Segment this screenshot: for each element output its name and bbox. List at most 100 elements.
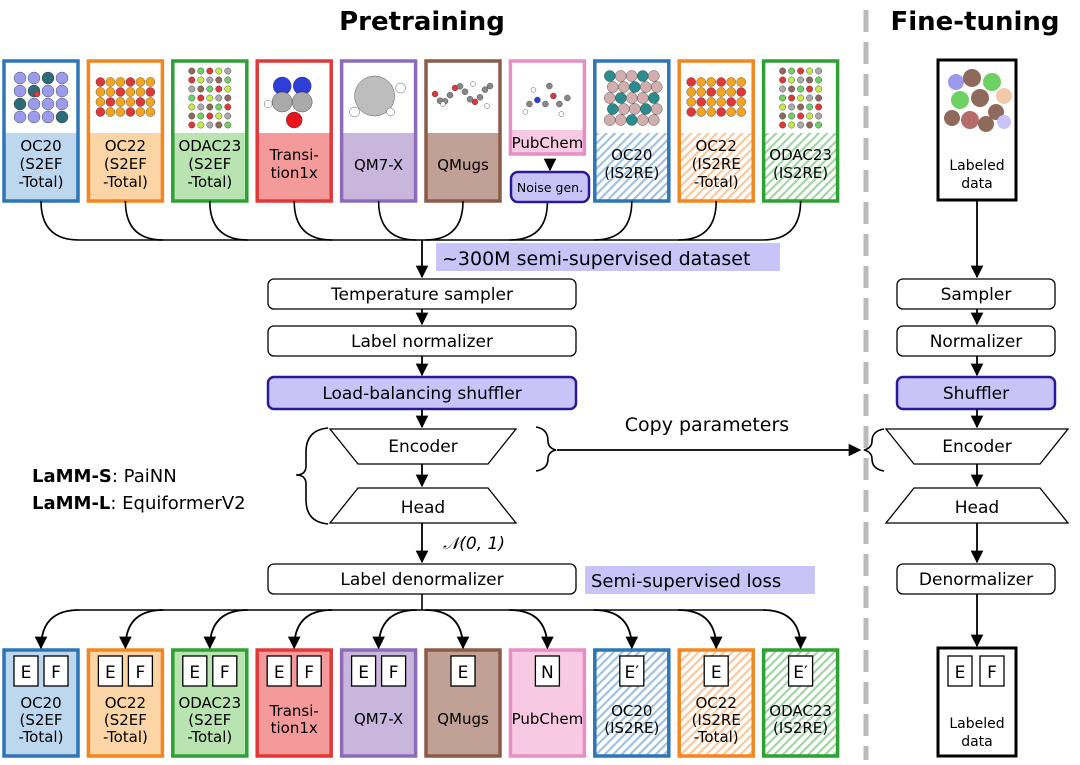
output-box-odac23-2 xyxy=(212,655,238,687)
normal-distribution-label: 𝒩(0, 1) xyxy=(443,534,505,554)
dataset-banner: ~300M semi-supervised dataset xyxy=(436,243,780,271)
dataset-output-pubchem: N PubChem xyxy=(508,648,587,758)
pretraining-title: Pretraining xyxy=(339,7,505,37)
output-label-pubchem-1: N xyxy=(541,663,554,683)
finetune-encoder-label: Encoder xyxy=(942,437,1012,457)
output-box-pubchem-1 xyxy=(534,655,561,687)
output-box-oc20-1 xyxy=(13,655,39,687)
dataset-thumbnail-pubchem xyxy=(522,82,571,117)
dataset-input-label-odac23-1: ODAC23 xyxy=(178,137,241,155)
finetune-sampler-label: Sampler xyxy=(941,285,1012,305)
semi-supervised-loss-text: Semi-supervised loss xyxy=(591,571,781,592)
finetune-head: Head xyxy=(884,487,1070,524)
dataset-output-label-odac23-1: ODAC23 xyxy=(178,694,241,712)
dataset-output-label-qmugs-1: QMugs xyxy=(437,710,489,728)
dataset-output-label-oc22-2: (S2EF xyxy=(104,711,147,729)
dataset-input-label-oc20-is2re-1: OC20 xyxy=(611,146,652,164)
dataset-output-label-odac23-is2re-1: ODAC23 xyxy=(769,702,832,720)
dataset-input-label-oc20-3: -Total) xyxy=(19,173,64,191)
finetuning-title: Fine-tuning xyxy=(890,7,1059,37)
load-balancing-shuffler-label: Load-balancing shuffler xyxy=(322,384,521,404)
finetune-denormalizer: Denormalizer xyxy=(896,563,1056,595)
semi-supervised-loss: Semi-supervised loss xyxy=(585,566,815,594)
output-label-odac23-2: F xyxy=(220,663,230,683)
output-arrow-qm7x xyxy=(372,609,417,650)
dataset-thumbnail-oc22 xyxy=(95,77,156,117)
dataset-input-label-oc20-1: OC20 xyxy=(20,137,61,155)
dataset-input-label-oc22-2: (S2EF xyxy=(104,155,147,173)
dataset-input-label-oc22-is2re-1: OC22 xyxy=(696,137,737,155)
finetune-head-label: Head xyxy=(955,498,999,518)
output-box-transition1x-2 xyxy=(296,655,322,687)
finetune-output-line-2: data xyxy=(961,734,993,750)
dataset-input-oc20: OC20(S2EF-Total) xyxy=(2,59,80,203)
output-arrow-transition1x xyxy=(287,609,333,650)
dataset-output-label-oc20-is2re-1: OC20 xyxy=(611,702,652,720)
output-box-odac23-1 xyxy=(182,655,208,687)
finetune-shuffler: Shuffler xyxy=(895,375,1057,411)
dataset-input-label-odac23-is2re-1: ODAC23 xyxy=(769,146,832,164)
output-arrow-qmugs xyxy=(424,609,470,650)
output-arrow-oc22-is2re xyxy=(678,609,723,650)
output-box-oc20-is2re-1 xyxy=(619,655,645,687)
dataset-input-qm7x: QM7-X xyxy=(339,59,418,203)
output-label-oc22-is2re-1: E xyxy=(711,663,722,683)
encoder: Encoder xyxy=(328,428,518,465)
output-label-qm7x-2: F xyxy=(389,663,399,683)
copy-parameters-label: Copy parameters xyxy=(625,414,789,436)
dataset-input-label-odac23-2: (S2EF xyxy=(188,155,231,173)
finetune-sampler: Sampler xyxy=(896,278,1056,310)
dataset-input-odac23-is2re: ODAC23(IS2RE) xyxy=(761,59,840,203)
dataset-thumbnail-qm7x xyxy=(349,75,406,118)
pretraining-input-datasets: OC20(S2EF-Total)OC22(S2EF-Total)ODAC23(S… xyxy=(2,59,840,203)
dataset-thumbnail-transition1x xyxy=(264,76,313,129)
dataset-output-label-qm7x-1: QM7-X xyxy=(354,710,403,728)
dataset-output-label-pubchem-1: PubChem xyxy=(512,710,584,728)
finetune-input-data: Labeled data xyxy=(936,58,1018,202)
output-box-oc22-2 xyxy=(127,655,154,687)
input-merge-curves xyxy=(40,200,802,241)
dataset-thumbnail-odac23 xyxy=(188,67,232,129)
connector-lines xyxy=(34,200,807,650)
noise-generator: Noise gen. xyxy=(509,170,591,204)
output-arrow-odac23 xyxy=(203,609,248,650)
dataset-output-oc20-is2re: E′OC20(IS2RE) xyxy=(593,648,671,758)
copy-target-bracket xyxy=(863,428,885,472)
label-denormalizer-label: Label denormalizer xyxy=(340,570,503,590)
model-label-large: LaMM-L: EquiformerV2 xyxy=(32,493,246,514)
pipeline-arrows xyxy=(415,158,984,648)
dataset-input-oc20-is2re: OC20(IS2RE) xyxy=(593,59,671,203)
output-arrow-pubchem xyxy=(509,609,554,650)
dataset-input-label-qmugs-1: QMugs xyxy=(437,156,489,174)
output-label-transition1x-1: E xyxy=(274,663,285,683)
finetune-normalizer: Normalizer xyxy=(896,325,1056,357)
dataset-output-label-oc22-is2re-1: OC22 xyxy=(696,694,737,712)
finetune-denormalizer-label: Denormalizer xyxy=(919,570,1033,590)
dataset-output-label-oc22-is2re-3: -Total) xyxy=(694,728,739,746)
output-arrow-oc20 xyxy=(34,609,80,650)
encoder-label: Encoder xyxy=(388,437,458,457)
output-box-qm7x-1 xyxy=(350,655,377,687)
label-normalizer-label: Label normalizer xyxy=(351,332,493,352)
output-arrow-oc22 xyxy=(119,609,164,650)
dataset-input-label-oc22-is2re-3: -Total) xyxy=(694,173,739,191)
dataset-input-oc22-is2re: OC22(IS2RE-Total) xyxy=(677,59,755,203)
finetune-output-line-1: Labeled xyxy=(949,716,1004,732)
output-arrow-odac23-is2re xyxy=(762,609,807,650)
dataset-input-label-oc22-is2re-2: (IS2RE xyxy=(692,155,741,173)
dataset-output-label-transition1x-2: tion1x xyxy=(271,719,318,737)
output-label-transition1x-2: F xyxy=(304,663,314,683)
dataset-thumbnail-oc20 xyxy=(13,71,69,124)
dataset-output-odac23-is2re: E′ODAC23(IS2RE) xyxy=(761,648,840,758)
dataset-input-label-qm7x-1: QM7-X xyxy=(354,156,403,174)
output-label-oc22-2: F xyxy=(136,663,146,683)
noise-generator-label: Noise gen. xyxy=(517,180,583,195)
